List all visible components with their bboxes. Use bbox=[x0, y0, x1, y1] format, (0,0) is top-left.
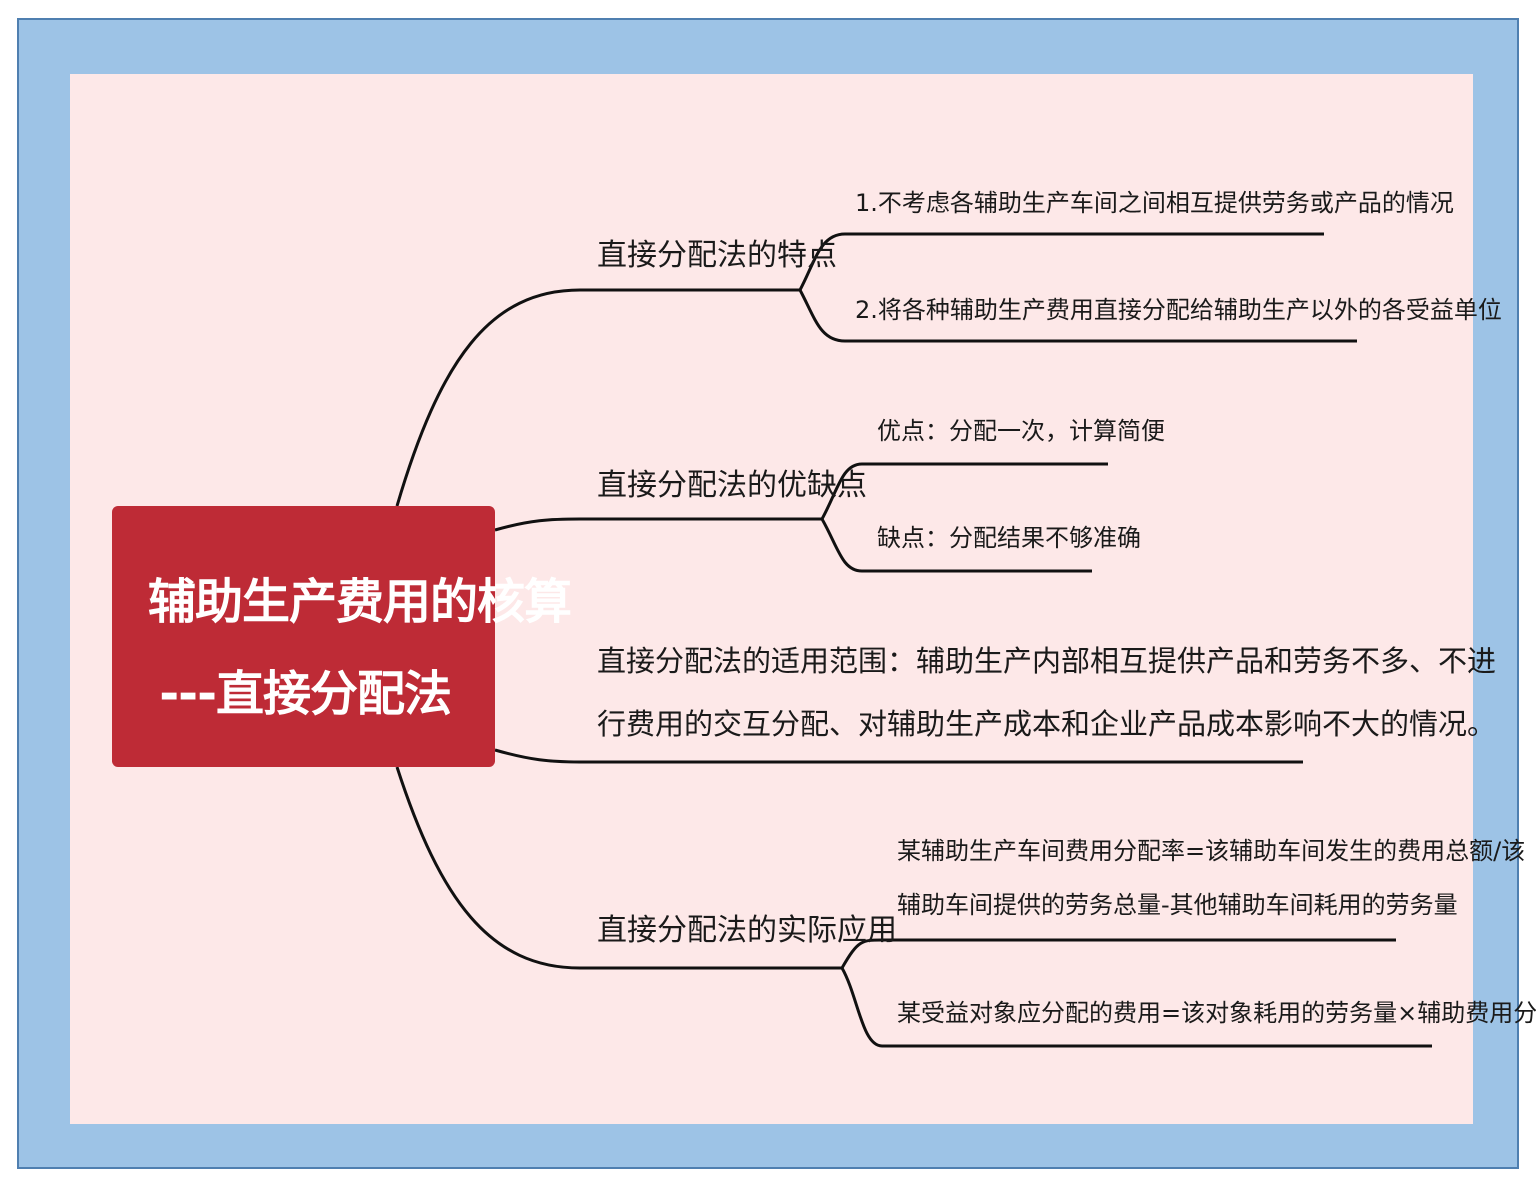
branch-features-label: 直接分配法的特点 bbox=[597, 238, 837, 273]
connector-root-branch1 bbox=[395, 288, 800, 507]
connector-branch2-leaf2 bbox=[820, 518, 1092, 573]
leaf-application-1-line2: 辅助车间提供的劳务总量-其他辅助车间耗用的劳务量 bbox=[897, 891, 1458, 919]
root-subtitle: ---直接分配法 bbox=[159, 666, 452, 722]
branch-pros-cons-label: 直接分配法的优缺点 bbox=[597, 468, 867, 503]
root-title: 辅助生产费用的核算 bbox=[148, 574, 572, 630]
connector-branch1-leaf1 bbox=[798, 232, 1324, 291]
connector-branch4-leaf1 bbox=[840, 938, 1396, 969]
connector-root-branch2 bbox=[494, 517, 822, 532]
connector-branch1-leaf2 bbox=[798, 289, 1357, 343]
root-node: 辅助生产费用的核算 ---直接分配法 bbox=[112, 506, 572, 767]
branch-scope-line1: 直接分配法的适用范围：辅助生产内部相互提供产品和劳务不多、不进 bbox=[597, 644, 1497, 678]
connector-root-branch3 bbox=[494, 748, 1303, 764]
leaf-application-1-line1: 某辅助生产车间费用分配率=该辅助车间发生的费用总额/该 bbox=[897, 837, 1526, 865]
leaf-application-2: 某受益对象应分配的费用=该对象耗用的劳务量×辅助费用分配率 bbox=[897, 999, 1536, 1027]
connector-root-branch4 bbox=[395, 766, 842, 970]
branch-scope-line2: 行费用的交互分配、对辅助生产成本和企业产品成本影响不大的情况。 bbox=[597, 707, 1497, 741]
leaf-feature-2: 2.将各种辅助生产费用直接分配给辅助生产以外的各受益单位 bbox=[855, 296, 1502, 324]
connector-branch2-leaf1 bbox=[820, 462, 1108, 520]
leaf-feature-1: 1.不考虑各辅助生产车间之间相互提供劳务或产品的情况 bbox=[855, 189, 1454, 217]
leaf-advantage: 优点：分配一次，计算简便 bbox=[877, 417, 1165, 445]
connector-branch4-leaf2 bbox=[840, 967, 1432, 1048]
leaf-disadvantage: 缺点：分配结果不够准确 bbox=[877, 524, 1141, 552]
branch-application-label: 直接分配法的实际应用 bbox=[597, 913, 897, 948]
